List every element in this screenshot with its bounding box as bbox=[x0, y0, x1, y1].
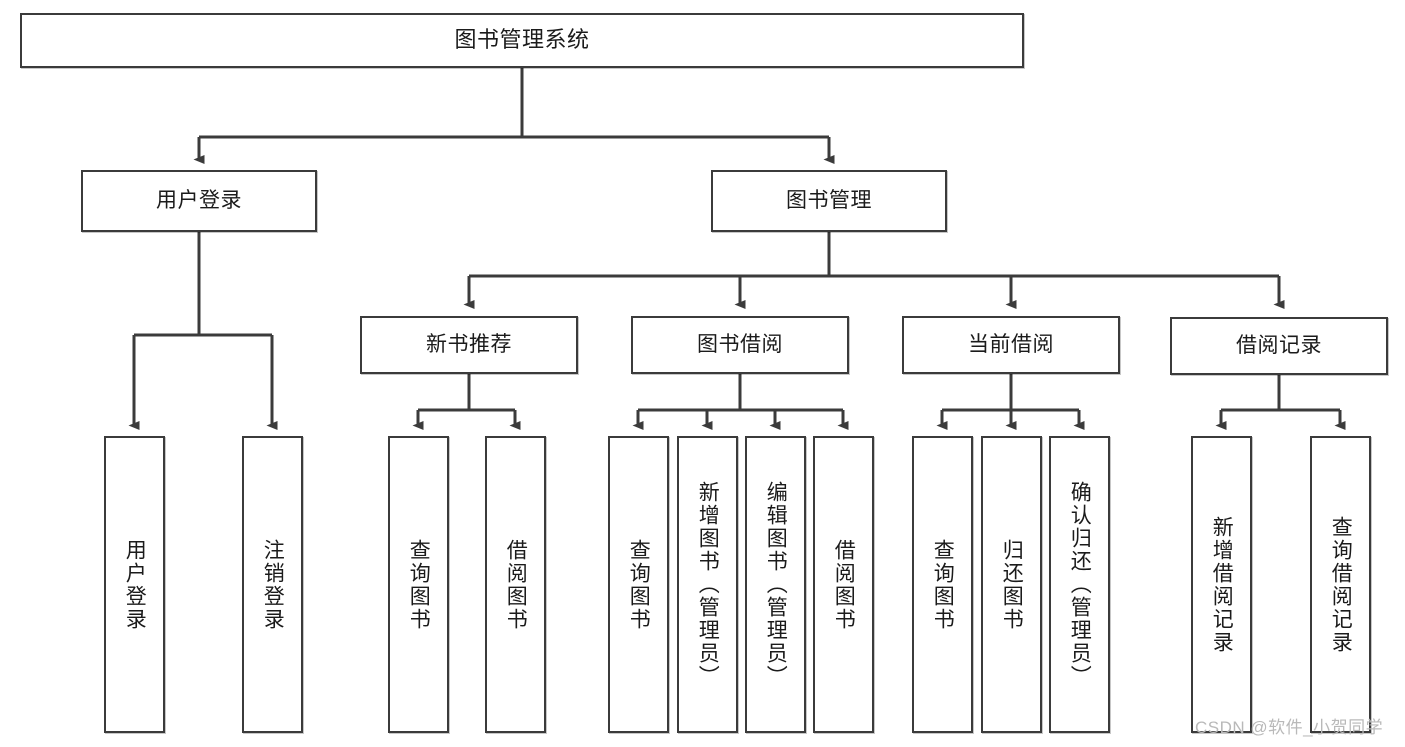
node-book-borrow[interactable]: 图书借阅 bbox=[631, 316, 849, 374]
leaf-add-book-admin[interactable]: 新增图书（管理员） bbox=[677, 436, 738, 733]
leaf-logout[interactable]: 注销登录 bbox=[242, 436, 303, 733]
node-label: 借阅图书 bbox=[832, 538, 856, 631]
leaf-query-borrow-record[interactable]: 查询借阅记录 bbox=[1310, 436, 1371, 733]
node-label: 图书管理 bbox=[786, 189, 872, 213]
watermark-text: CSDN @软件_小贺同学 bbox=[1195, 718, 1384, 737]
leaf-borrow-book[interactable]: 借阅图书 bbox=[813, 436, 874, 733]
node-label: 确认归还（管理员） bbox=[1068, 481, 1092, 688]
node-user-login[interactable]: 用户登录 bbox=[81, 170, 317, 232]
node-label: 图书借阅 bbox=[697, 333, 783, 357]
node-label: 用户登录 bbox=[156, 189, 242, 213]
node-book-management[interactable]: 图书管理 bbox=[711, 170, 947, 232]
leaf-borrow-book-new[interactable]: 借阅图书 bbox=[485, 436, 546, 733]
node-label: 归还图书 bbox=[1000, 538, 1024, 631]
node-label: 查询借阅记录 bbox=[1329, 515, 1353, 654]
node-label: 注销登录 bbox=[261, 538, 285, 631]
node-borrow-record[interactable]: 借阅记录 bbox=[1170, 317, 1388, 375]
node-label: 新书推荐 bbox=[426, 333, 512, 357]
node-label: 查询图书 bbox=[627, 538, 651, 631]
node-label: 借阅图书 bbox=[504, 538, 528, 631]
leaf-add-borrow-record[interactable]: 新增借阅记录 bbox=[1191, 436, 1252, 733]
node-new-book-recommend[interactable]: 新书推荐 bbox=[360, 316, 578, 374]
node-label: 当前借阅 bbox=[968, 333, 1054, 357]
node-label: 新增图书（管理员） bbox=[696, 481, 720, 688]
node-current-borrow[interactable]: 当前借阅 bbox=[902, 316, 1120, 374]
leaf-query-book-borrow[interactable]: 查询图书 bbox=[608, 436, 669, 733]
leaf-query-book-current[interactable]: 查询图书 bbox=[912, 436, 973, 733]
node-label: 借阅记录 bbox=[1236, 334, 1322, 358]
leaf-query-book-new[interactable]: 查询图书 bbox=[388, 436, 449, 733]
node-label: 编辑图书（管理员） bbox=[764, 481, 788, 688]
leaf-edit-book-admin[interactable]: 编辑图书（管理员） bbox=[745, 436, 806, 733]
node-label: 查询图书 bbox=[407, 538, 431, 631]
leaf-return-book[interactable]: 归还图书 bbox=[981, 436, 1042, 733]
node-label: 图书管理系统 bbox=[454, 27, 590, 53]
leaf-user-login[interactable]: 用户登录 bbox=[104, 436, 165, 733]
node-label: 用户登录 bbox=[123, 538, 147, 631]
node-root-system[interactable]: 图书管理系统 bbox=[20, 13, 1024, 68]
node-label: 新增借阅记录 bbox=[1210, 515, 1234, 654]
leaf-confirm-return-admin[interactable]: 确认归还（管理员） bbox=[1049, 436, 1110, 733]
node-label: 查询图书 bbox=[931, 538, 955, 631]
